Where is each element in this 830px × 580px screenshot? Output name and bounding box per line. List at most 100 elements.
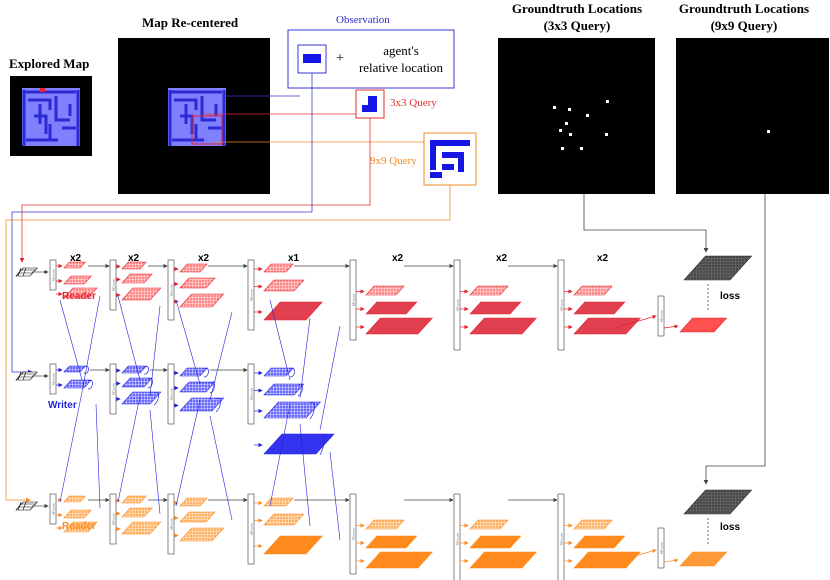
groundtruth-3x3-panel <box>498 38 655 194</box>
writer-to-reader-top-2 <box>81 295 101 393</box>
writer-to-reader-bottom-2 <box>95 403 101 509</box>
reader-top-s4-layer-1 <box>263 263 294 273</box>
gt-top-layer <box>683 255 753 281</box>
reader-bottom-conv-4 <box>247 493 255 565</box>
reader-top-conv-2 <box>109 259 117 311</box>
writer-s1-layer-1 <box>63 365 87 373</box>
reader-bottom-conv-6-text: MD-conv <box>456 533 460 546</box>
writer-s4-loop-4 <box>319 433 325 456</box>
reader-bottom-conv-3 <box>167 493 175 555</box>
reader-top-out-arrow <box>613 314 657 329</box>
plus-sign: + <box>336 51 344 66</box>
writer-to-reader-top-1 <box>59 299 83 381</box>
reader-bottom-label: Reader <box>62 521 96 532</box>
writer-s2-layer-1 <box>121 365 147 374</box>
reader-bottom-conv-2-text: MD-conv <box>112 513 116 526</box>
reader-top-conv-4 <box>247 259 255 331</box>
writer-s2-layer-2 <box>121 377 153 388</box>
writer-to-reader-bottom-6 <box>209 415 233 521</box>
writer-s4-loop-1 <box>289 367 295 378</box>
reader-top-conv-3-text: MD-conv <box>170 284 174 297</box>
reader-bottom-s4-layer-3 <box>263 535 323 555</box>
query-9x9-box <box>423 132 477 186</box>
writer-to-reader-top-5 <box>175 299 201 385</box>
writer-s4-layer-1 <box>263 367 294 377</box>
reader-bottom-s3-layer-2 <box>179 511 216 523</box>
reader-bottom-conv-3-text: MD-conv <box>170 518 174 531</box>
writer-to-reader-top-9 <box>319 325 341 431</box>
reader-bottom-out-arrow <box>613 548 657 563</box>
groundtruth-9x9-line1: Groundtruth Locations <box>678 1 810 16</box>
writer-conv-1 <box>49 363 57 395</box>
reader-bottom-input-lines <box>17 501 35 511</box>
writer-s2-loop-3 <box>153 391 159 406</box>
writer-to-reader-bottom-7 <box>269 403 291 507</box>
reader-top-s1-layer-2 <box>63 275 92 285</box>
multiplier-5: x2 <box>392 253 404 264</box>
writer-s2-loop-2 <box>147 377 153 389</box>
groundtruth-3x3-title: Groundtruth Locations (3x3 Query) <box>484 0 670 34</box>
reader-top-s2-layer-3 <box>121 287 162 301</box>
reader-bottom-conv-5-text: MD-conv <box>352 528 356 541</box>
reader-top-s7-layer-1 <box>573 285 613 296</box>
writer-label: Writer <box>48 400 77 411</box>
writer-s2-loop-1 <box>143 365 149 375</box>
agent-location-label: agent's relative location <box>352 42 450 76</box>
reader-top-conv-2-text: MD-conv <box>112 279 116 292</box>
writer-to-reader-bottom-3 <box>117 395 141 503</box>
writer-to-reader-bottom-8 <box>299 423 311 527</box>
writer-s3-loop-1 <box>203 367 209 378</box>
writer-to-reader-bottom-4 <box>149 409 161 515</box>
writer-conv-3-text: MD-conv <box>170 388 174 401</box>
reader-top-s3-layer-3 <box>179 293 225 308</box>
groundtruth-9x9-panel <box>676 38 829 194</box>
multiplier-1: x2 <box>70 253 82 264</box>
reader-bottom-conv-6 <box>453 493 461 580</box>
reader-top-conv-5 <box>349 259 357 341</box>
reader-bottom-conv-5 <box>349 493 357 575</box>
observation-box <box>287 29 455 89</box>
writer-conv-4-text: MD-conv <box>250 388 254 401</box>
writer-s4-layer-4 <box>263 433 335 455</box>
reader-bottom-s2-layer-3 <box>121 521 162 535</box>
reader-bottom-s2-layer-2 <box>121 507 153 518</box>
loss-label-bottom: loss <box>720 522 741 533</box>
query-9x9-label: 9x9 Query <box>370 155 417 167</box>
reader-top-s1-layer-1 <box>63 261 87 269</box>
reader-bottom-s6-layer-1 <box>469 519 509 530</box>
reader-bottom-output-conv <box>657 527 665 569</box>
reader-top-s6-layer-2 <box>469 301 522 315</box>
groundtruth-9x9-title: Groundtruth Locations (9x9 Query) <box>656 0 830 34</box>
groundtruth-3x3-line2: (3x3 Query) <box>543 18 611 33</box>
reader-top-output-conv <box>657 295 665 337</box>
writer-s4-layer-2 <box>263 383 305 396</box>
writer-to-reader-top-4 <box>149 305 161 397</box>
reader-top-conv-6 <box>453 259 461 351</box>
reader-bottom-conv-1-text: MD-conv <box>52 503 56 516</box>
writer-to-reader-top-3 <box>117 295 141 381</box>
gt-bottom-layer <box>683 489 753 515</box>
reader-top-conv-3 <box>167 259 175 321</box>
reader-top-conv-1-text: MD-conv <box>52 269 56 282</box>
writer-s3-loop-2 <box>209 381 215 394</box>
writer-s2-layer-3 <box>121 391 162 405</box>
reader-bottom-conv-7 <box>557 493 565 580</box>
reader-bottom-s7-layer-3 <box>573 551 642 569</box>
reader-top-label: Reader <box>62 291 96 302</box>
reader-top-output-conv-text: MD-conv <box>660 310 664 323</box>
reader-top-input-lines <box>17 267 35 277</box>
reader-top-s1-layer-3 <box>63 287 98 299</box>
writer-conv-2 <box>109 363 117 415</box>
reader-bottom-s4-layer-2 <box>263 513 305 526</box>
reader-top-conv-7-text: MD-conv <box>560 299 564 312</box>
reader-bottom-conv-2 <box>109 493 117 545</box>
reader-top-s6-layer-3 <box>469 317 538 335</box>
reader-top-s2-layer-1 <box>121 261 147 270</box>
reader-bottom-s7-layer-1 <box>573 519 613 530</box>
reader-top-final-arrow <box>663 324 679 329</box>
explored-map-title: Explored Map <box>9 56 90 71</box>
reader-bottom-s2-layer-1 <box>121 495 147 504</box>
reader-top-output <box>679 317 728 333</box>
writer-conv-1-text: MD-conv <box>52 373 56 386</box>
